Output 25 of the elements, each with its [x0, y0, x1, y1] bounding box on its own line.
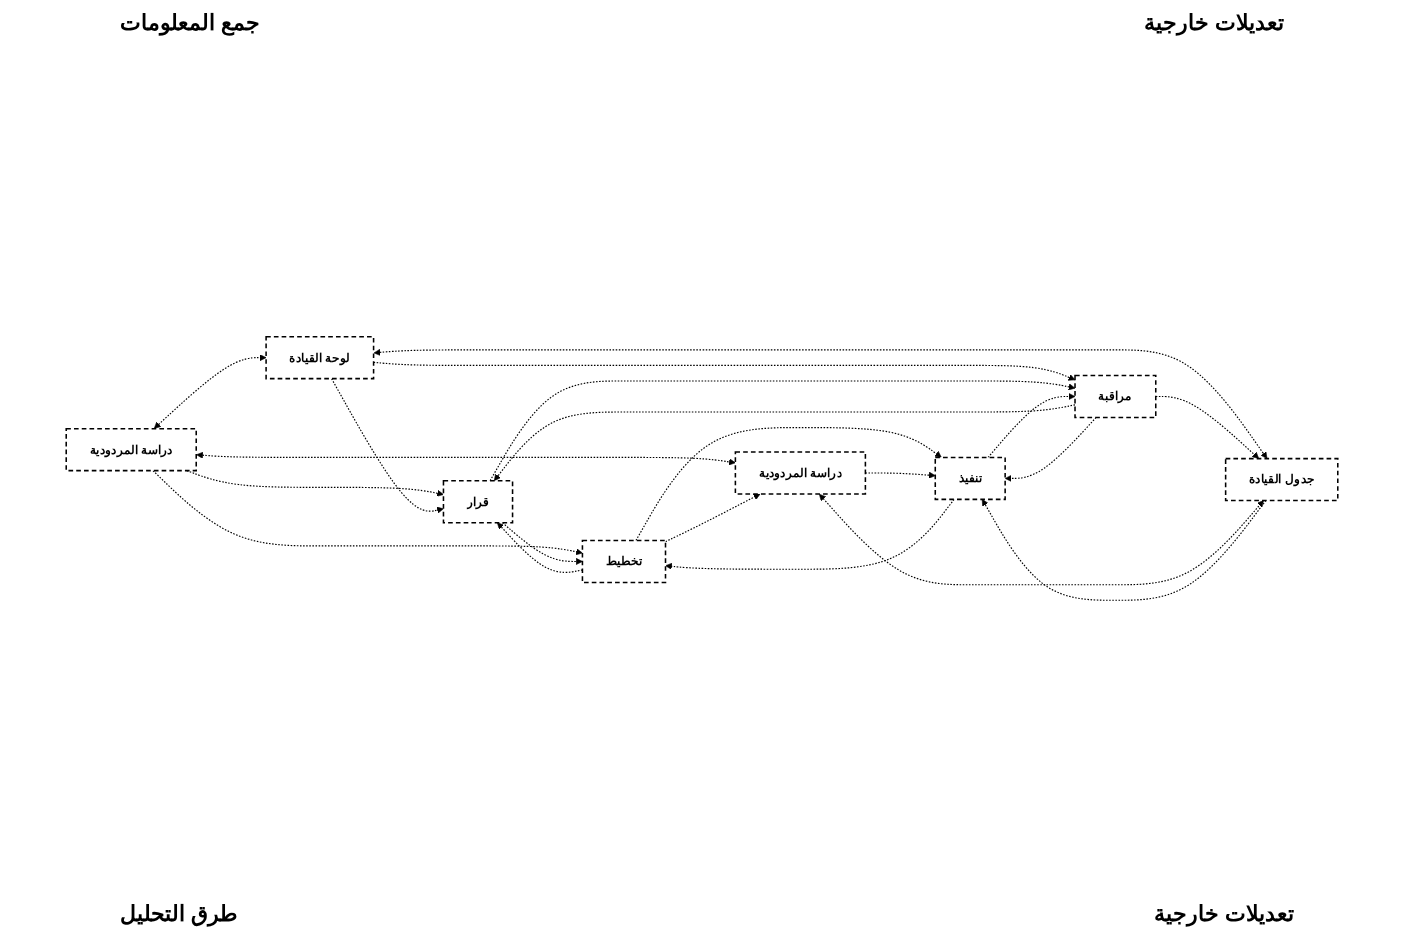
arrow	[196, 451, 736, 466]
node-box: تخطيط	[581, 539, 667, 584]
arrow	[665, 498, 955, 570]
node-box: جدول القيادة	[1224, 457, 1339, 502]
note-text: طرق التحليل	[120, 901, 239, 927]
arrow	[501, 522, 583, 565]
arrow	[331, 378, 444, 514]
arrow	[981, 499, 1267, 601]
arrow	[152, 470, 583, 556]
arrow	[635, 426, 942, 542]
arrow	[489, 380, 1076, 482]
arrow	[987, 393, 1076, 458]
note-text: تعديلات خارجية	[1153, 901, 1294, 927]
node-box: تنفيذ	[934, 456, 1006, 501]
arrow	[373, 349, 1268, 459]
note-text: تعديلات خارجية	[1143, 10, 1284, 36]
note-text: جمع المعلومات	[120, 10, 261, 36]
node-box: دراسة المردودية	[65, 427, 197, 472]
node-box: دراسة المردودية	[734, 451, 867, 495]
arrow	[373, 361, 1076, 381]
node-box: لوحة القيادة	[265, 335, 375, 380]
arrow	[819, 493, 1264, 586]
node-box: قرار	[442, 479, 514, 524]
node-box: مراقبة	[1074, 374, 1157, 419]
arrow	[153, 354, 267, 429]
